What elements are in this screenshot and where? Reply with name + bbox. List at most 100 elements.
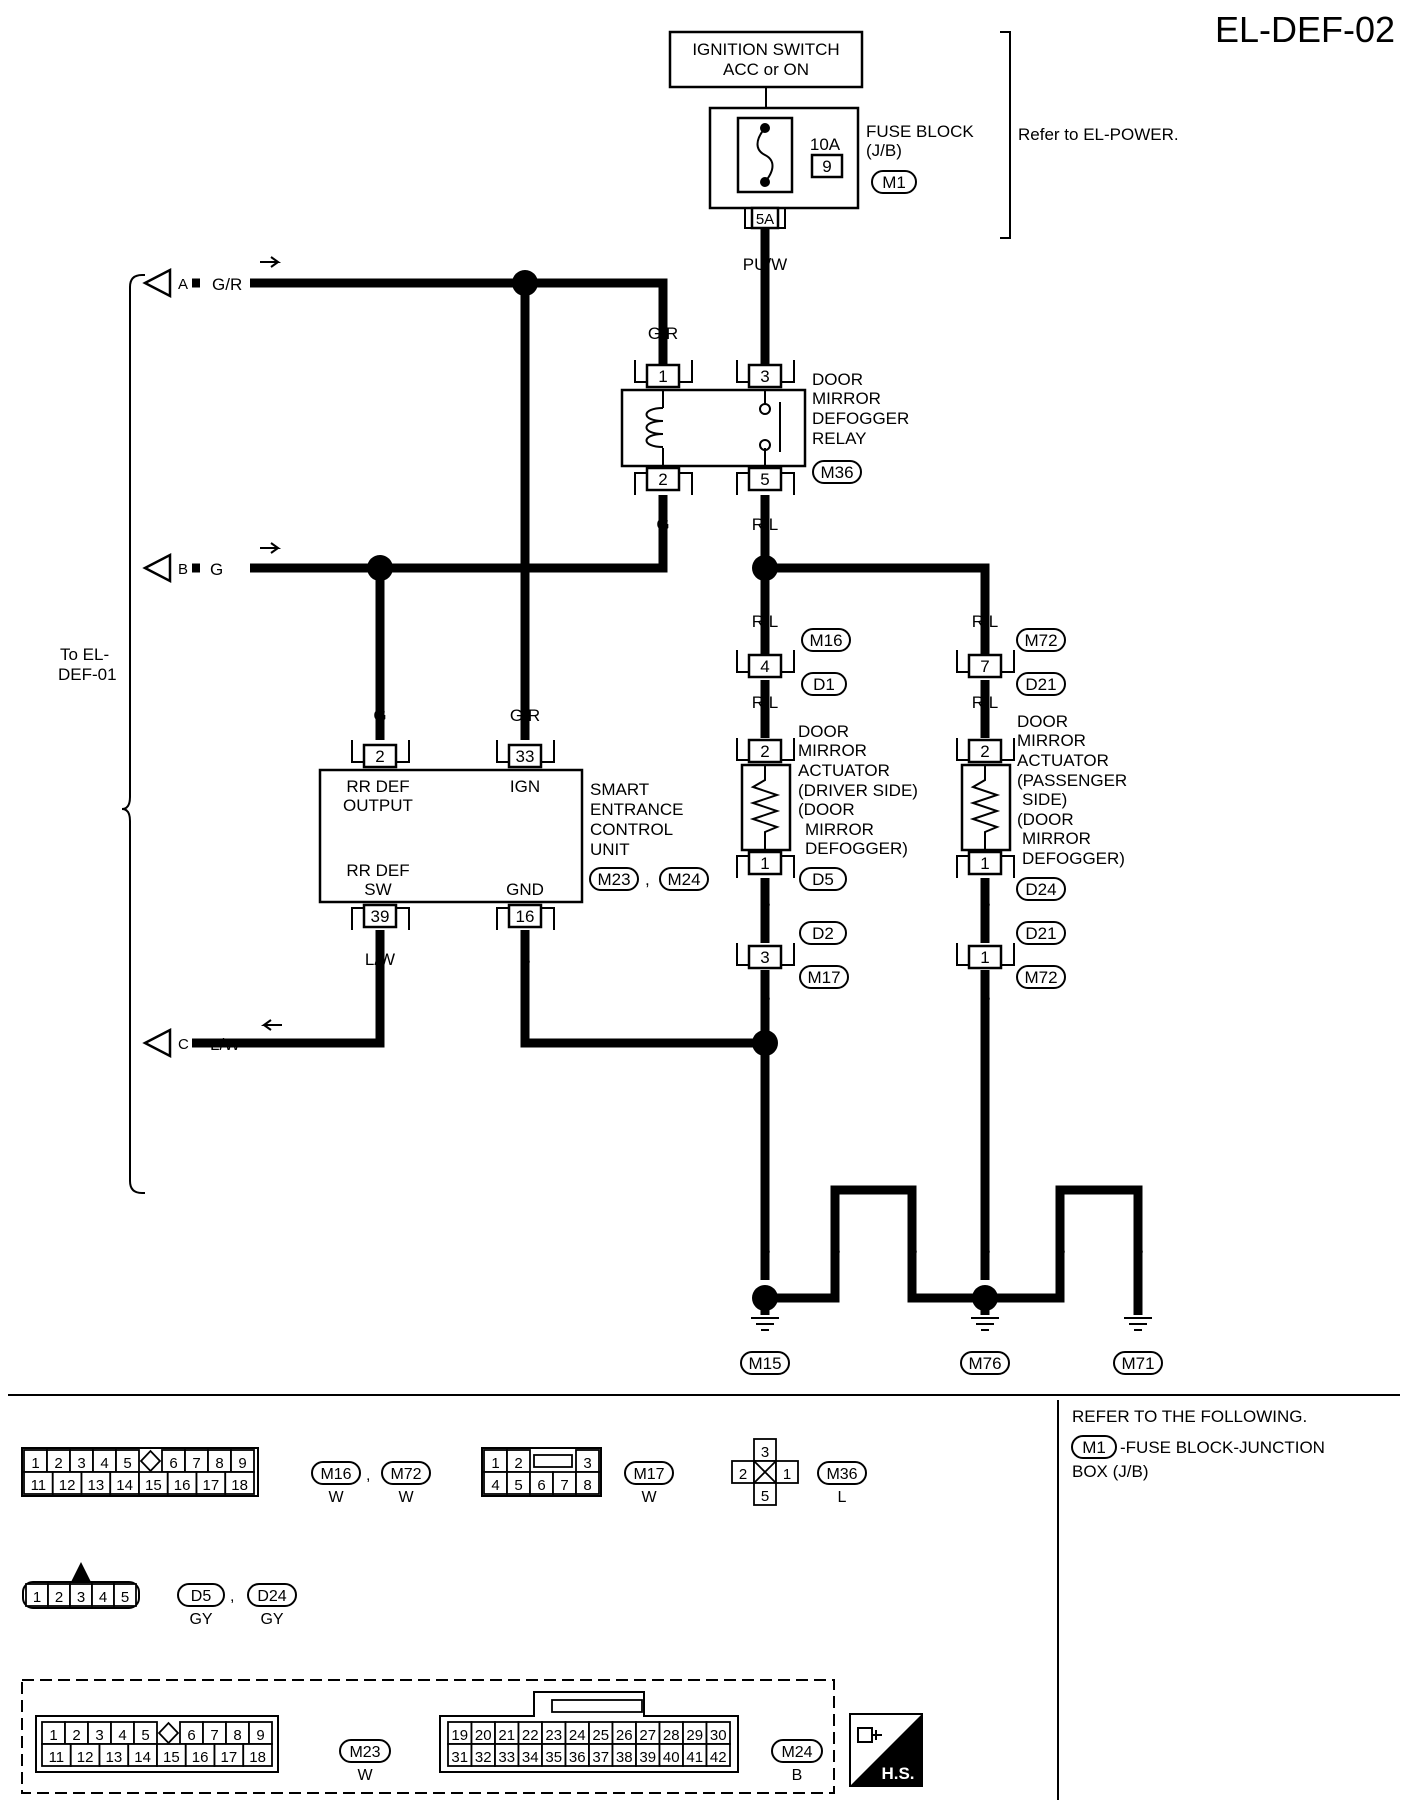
refer-power: Refer to EL-POWER. xyxy=(1018,125,1179,144)
driver-conn-d2: D2 xyxy=(812,924,834,943)
passenger-pin7: 7 xyxy=(980,657,989,676)
m24-pin-26: 26 xyxy=(616,1727,633,1744)
wire-b-m17: B xyxy=(759,987,770,1006)
c18-id-m72-outline xyxy=(381,1461,431,1485)
secu-rr-def-output-2: OUTPUT xyxy=(343,796,413,815)
ignition-switch-box xyxy=(668,30,864,89)
m23-pin-6: 6 xyxy=(187,1727,195,1744)
c5-key xyxy=(71,1562,91,1582)
relay-pin3: 3 xyxy=(760,367,769,386)
relay-pin2: 2 xyxy=(658,470,667,489)
c18-comma: , xyxy=(366,1467,370,1484)
relay-label-2: MIRROR xyxy=(812,389,881,408)
m24-pin-42: 42 xyxy=(710,1749,727,1766)
secu-connector-m23: M23 xyxy=(597,870,630,889)
c5-color-d24: GY xyxy=(260,1611,283,1628)
m24-pin-41: 41 xyxy=(686,1749,703,1766)
driver-label-1: DOOR xyxy=(798,722,849,741)
secu-connectors-outline xyxy=(21,1679,835,1794)
wire-r-l-d21: R/L xyxy=(972,693,998,712)
m23-pin-18: 18 xyxy=(249,1749,266,1766)
wire-g-b: G xyxy=(210,560,223,579)
m23-pin-13: 13 xyxy=(106,1749,123,1766)
m24-pin-27: 27 xyxy=(639,1727,656,1744)
fuse-number: 9 xyxy=(822,157,831,176)
c18-pin-5: 5 xyxy=(123,1455,131,1472)
passenger-label-5: SIDE) xyxy=(1022,790,1067,809)
m24-pin-19: 19 xyxy=(451,1727,468,1744)
ground-m15: M15 xyxy=(748,1354,781,1373)
wire-r-l-m16: R/L xyxy=(752,612,778,631)
legend-m1: M1 xyxy=(1082,1438,1106,1457)
ground-m71: M71 xyxy=(1121,1354,1154,1373)
m24-pin-38: 38 xyxy=(616,1749,633,1766)
relay-pin5: 5 xyxy=(760,470,769,489)
passenger-label-7: MIRROR xyxy=(1022,829,1091,848)
c4-color: L xyxy=(838,1489,847,1506)
c4-pin-3: 3 xyxy=(761,1444,769,1461)
m24-pin-39: 39 xyxy=(639,1749,656,1766)
relay-connector: M36 xyxy=(820,463,853,482)
c8-id-outline xyxy=(624,1461,674,1485)
m24-pin-30: 30 xyxy=(710,1727,727,1744)
passenger-label-2: MIRROR xyxy=(1017,731,1086,750)
relay-label-1: DOOR xyxy=(812,370,863,389)
offpage-c: C xyxy=(178,1036,189,1053)
relay-box xyxy=(620,388,807,468)
m23-shell xyxy=(35,1715,279,1773)
driver-label-5: (DOOR xyxy=(798,800,855,819)
c8-pin-7: 7 xyxy=(560,1477,568,1494)
c18-id-m16: M16 xyxy=(320,1466,351,1483)
passenger-conn-m72: M72 xyxy=(1024,631,1057,650)
c8-pin-1: 1 xyxy=(491,1455,499,1472)
fuse-block-connector: M1 xyxy=(882,173,906,192)
c8-color: W xyxy=(641,1489,657,1506)
m24-pin-28: 28 xyxy=(663,1727,680,1744)
wire-b-g1: B xyxy=(759,1240,770,1259)
m24-id-outline xyxy=(771,1739,823,1763)
m23-pin-16: 16 xyxy=(192,1749,209,1766)
driver-pin2: 2 xyxy=(760,742,769,761)
c18-pin-11: 11 xyxy=(31,1477,47,1494)
passenger-label-1: DOOR xyxy=(1017,712,1068,731)
m23-pin-2: 2 xyxy=(72,1727,80,1744)
legend-refer: REFER TO THE FOLLOWING. xyxy=(1072,1407,1307,1426)
passenger-conn-d21b: D21 xyxy=(1025,924,1056,943)
wire-g-secu: G xyxy=(373,706,386,725)
m23-pin-9: 9 xyxy=(256,1727,264,1744)
m24-pin-24: 24 xyxy=(569,1727,586,1744)
m24-pin-32: 32 xyxy=(475,1749,492,1766)
wire-r-l-relay: R/L xyxy=(752,515,778,534)
m23-pin-5: 5 xyxy=(141,1727,149,1744)
secu-connector-m24: M24 xyxy=(667,870,700,889)
relay-label-4: RELAY xyxy=(812,429,867,448)
c5-pin-1: 1 xyxy=(33,1589,41,1606)
driver-label-6: MIRROR xyxy=(805,820,874,839)
secu-rr-def-sw-2: SW xyxy=(364,880,391,899)
m23-key xyxy=(157,1721,180,1745)
fuse-amps: 10A xyxy=(810,135,841,154)
driver-conn-d1: D1 xyxy=(813,675,835,694)
c18-pin-13: 13 xyxy=(88,1477,105,1494)
c18-pin-7: 7 xyxy=(192,1455,200,1472)
m24-pin-21: 21 xyxy=(498,1727,515,1744)
c18-pin-15: 15 xyxy=(145,1477,162,1494)
c18-shell xyxy=(21,1447,259,1497)
ground-symbol-m71 xyxy=(1113,1317,1163,1375)
c4-pin-5: 5 xyxy=(761,1488,769,1505)
legend-m1-desc: -FUSE BLOCK-JUNCTION xyxy=(1120,1438,1325,1457)
wire-g-r-top: G/R xyxy=(648,324,678,343)
wire-b-d24: B xyxy=(979,893,990,912)
m24-key xyxy=(551,1699,643,1713)
wire-b-g4: B xyxy=(979,1240,990,1259)
c18-pin-14: 14 xyxy=(116,1477,133,1494)
c5-pin-3: 3 xyxy=(77,1589,85,1606)
secu-label-4: UNIT xyxy=(590,840,630,859)
c18-pin-4: 4 xyxy=(100,1455,108,1472)
driver-pin4: 4 xyxy=(760,657,769,676)
c8-pin-6: 6 xyxy=(537,1477,545,1494)
wire-l-w-secu: L/W xyxy=(365,950,395,969)
driver-conn-m16: M16 xyxy=(809,631,842,650)
c4-id: M36 xyxy=(826,1466,857,1483)
m24-color: B xyxy=(792,1767,803,1784)
